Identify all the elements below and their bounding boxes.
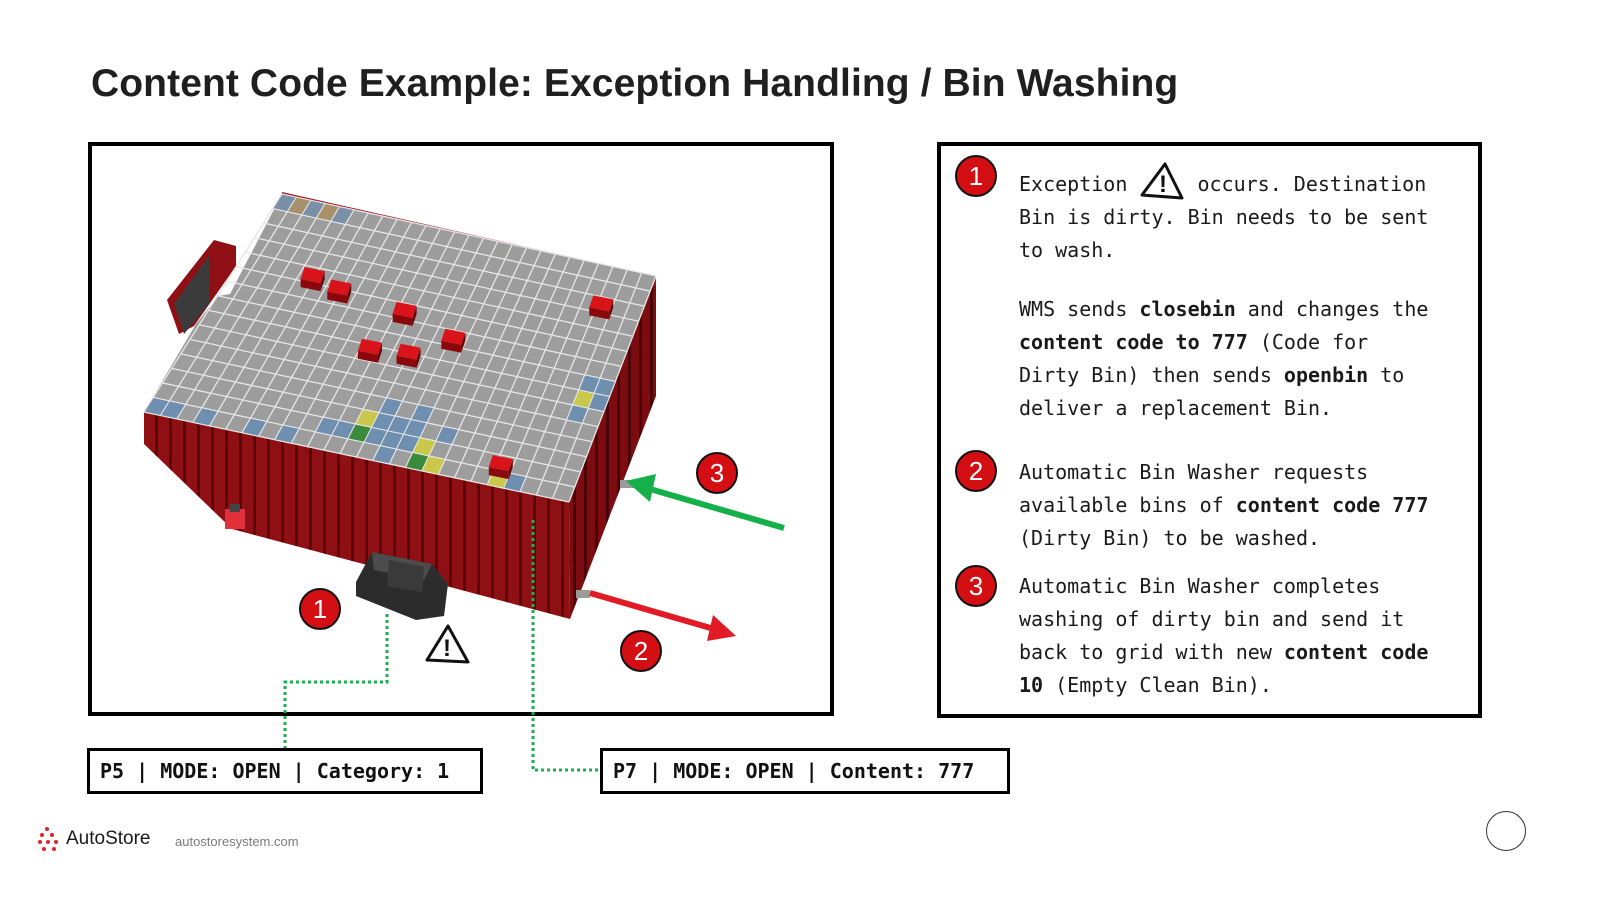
storage-bin bbox=[435, 425, 460, 446]
storage-bin bbox=[241, 417, 268, 437]
storage-bin bbox=[421, 455, 446, 475]
step-2-badge: 2 bbox=[955, 450, 997, 492]
storage-bin bbox=[565, 404, 589, 424]
autostore-grid-illustration bbox=[143, 192, 657, 620]
brand-name: AutoStore bbox=[66, 828, 151, 849]
page-indicator-circle bbox=[1486, 811, 1526, 851]
footer-url: autostoresystem.com bbox=[175, 834, 299, 849]
robot bbox=[488, 455, 513, 480]
storage-bin bbox=[159, 400, 187, 420]
step-3-text: Automatic Bin Washer completes washing o… bbox=[1019, 574, 1429, 697]
grid-diagram-frame bbox=[88, 142, 834, 716]
page-title: Content Code Example: Exception Handling… bbox=[91, 62, 1179, 105]
robot bbox=[396, 343, 421, 368]
storage-bin bbox=[378, 397, 404, 417]
storage-bins bbox=[143, 193, 617, 493]
storage-bin bbox=[274, 424, 300, 444]
robot bbox=[327, 279, 352, 304]
robot bbox=[392, 301, 417, 326]
storage-bin bbox=[410, 403, 435, 424]
storage-bin bbox=[192, 407, 219, 427]
step-1-badge: 1 bbox=[955, 155, 997, 197]
storage-bin bbox=[587, 392, 611, 413]
storage-bin bbox=[372, 445, 398, 465]
robot bbox=[589, 295, 614, 320]
service-cart bbox=[225, 509, 245, 529]
robot bbox=[300, 267, 325, 292]
step-2-text: Automatic Bin Washer requests available … bbox=[1019, 460, 1429, 550]
robot bbox=[357, 338, 382, 363]
diagram-badge-3: 3 bbox=[696, 452, 738, 494]
autostore-logo: AutoStore bbox=[38, 825, 151, 853]
port-connector bbox=[620, 480, 634, 488]
port-p5-label: P5 | MODE: OPEN | Category: 1 bbox=[87, 748, 483, 794]
svg-text:!: ! bbox=[1159, 171, 1167, 198]
diagram-badge-2: 2 bbox=[620, 630, 662, 672]
step-1-text: Exception ! occurs. Destination Bin is d… bbox=[1019, 161, 1459, 267]
grid-front-wall bbox=[144, 412, 570, 619]
robot bbox=[441, 328, 466, 353]
port-connector bbox=[576, 590, 590, 598]
storage-bin bbox=[330, 206, 355, 225]
diagram-badge-1: 1 bbox=[299, 588, 341, 630]
explanation-panel: 1 Exception ! occurs. Destination Bin is… bbox=[937, 142, 1482, 718]
step-3-badge: 3 bbox=[955, 565, 997, 607]
step-1-detail: WMS sends closebin and changes the conte… bbox=[1019, 297, 1429, 420]
storage-bin bbox=[347, 423, 373, 443]
autostore-logo-icon bbox=[38, 827, 58, 851]
warning-triangle-icon: ! bbox=[1140, 162, 1184, 200]
robots bbox=[300, 267, 614, 480]
port-p7-label: P7 | MODE: OPEN | Content: 777 bbox=[600, 748, 1010, 794]
port-p5-machine bbox=[356, 552, 448, 620]
